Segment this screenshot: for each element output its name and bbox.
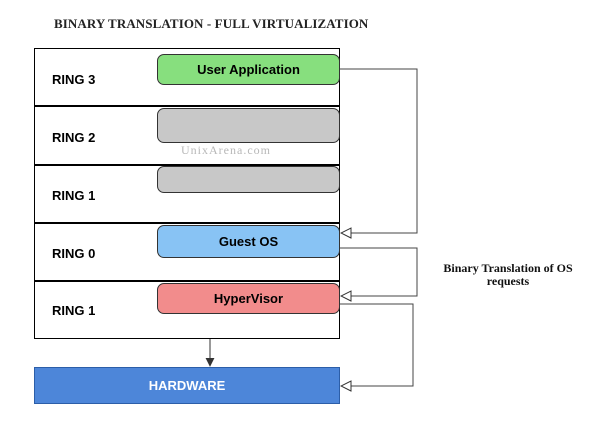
ring-label: RING 1 bbox=[52, 188, 96, 203]
hypervisor-box: HyperVisor bbox=[157, 283, 340, 314]
ring-label: RING 2 bbox=[52, 130, 96, 145]
ring-1-empty-box bbox=[157, 166, 340, 193]
ring-2-empty-box bbox=[157, 108, 340, 143]
guest-os-box: Guest OS bbox=[157, 225, 340, 258]
ring-label: RING 1 bbox=[52, 303, 96, 318]
app-to-guest-os-connector bbox=[340, 68, 418, 233]
hardware-box: HARDWARE bbox=[34, 367, 340, 404]
annotation-line-1: Binary Translation of OS bbox=[443, 261, 573, 275]
binary-translation-annotation: Binary Translation of OS requests bbox=[422, 262, 594, 288]
user-application-box: User Application bbox=[157, 54, 340, 85]
diagram-title: BINARY TRANSLATION - FULL VIRTUALIZATION bbox=[54, 16, 369, 31]
hypervisor-to-hardware-connector bbox=[340, 303, 414, 386]
ring-label: RING 0 bbox=[52, 246, 96, 261]
annotation-line-2: requests bbox=[486, 274, 530, 288]
ring-label: RING 3 bbox=[52, 72, 96, 87]
watermark: UnixArena.com bbox=[181, 143, 271, 157]
guest-os-to-hypervisor-connector bbox=[340, 247, 418, 296]
